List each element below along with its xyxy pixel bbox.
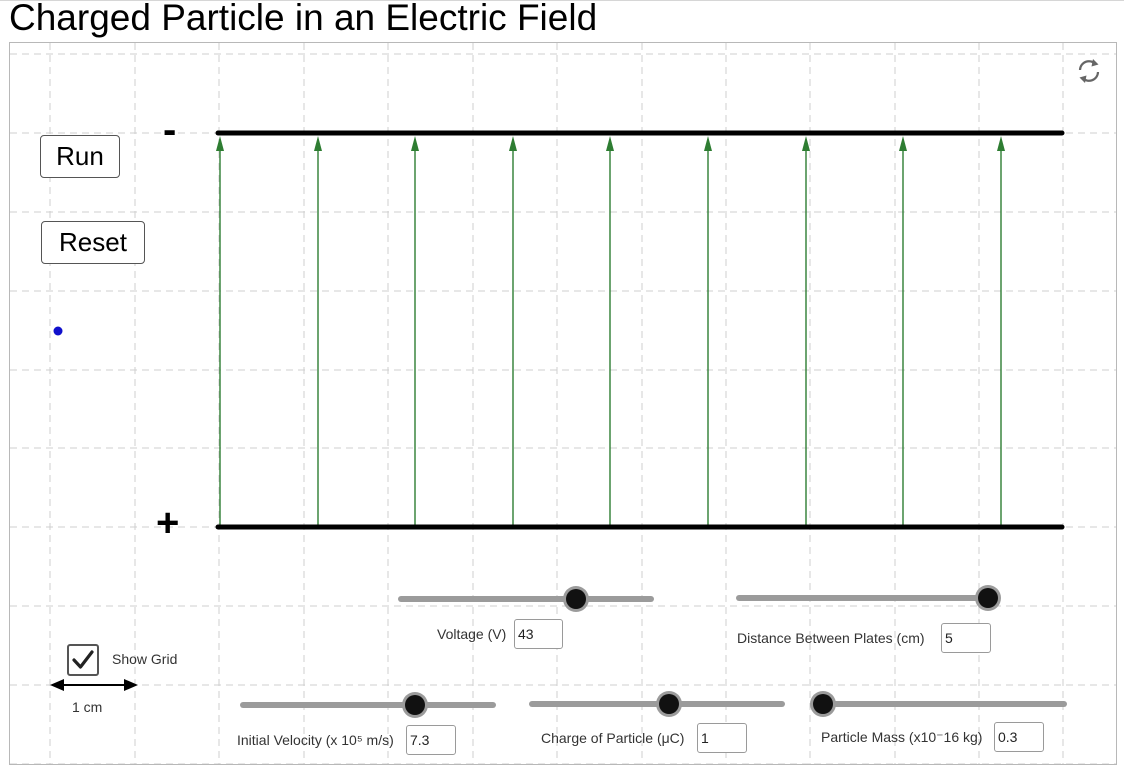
- mass-slider[interactable]: [813, 694, 1067, 714]
- negative-sign: -: [163, 108, 177, 152]
- field-line-arrow: [606, 136, 614, 527]
- field-line-arrow: [997, 136, 1005, 527]
- distance-input[interactable]: [941, 623, 991, 653]
- grid-lines: [10, 43, 1116, 764]
- charged-particle: [53, 326, 63, 336]
- voltage-label: Voltage (V): [437, 626, 507, 642]
- check-icon: [72, 650, 94, 669]
- distance-slider-track: [736, 595, 998, 601]
- velocity-input[interactable]: [406, 725, 456, 755]
- mass-slider-track: [813, 701, 1067, 707]
- page-title: Charged Particle in an Electric Field: [9, 0, 598, 38]
- charge-slider-knob[interactable]: [658, 694, 679, 714]
- voltage-slider-knob[interactable]: [565, 589, 586, 609]
- positive-sign: +: [156, 501, 180, 545]
- show-grid-label: Show Grid: [112, 651, 178, 667]
- mass-input[interactable]: [994, 722, 1044, 752]
- distance-slider-knob[interactable]: [978, 588, 998, 608]
- field-drawing: [10, 43, 1116, 764]
- velocity-slider[interactable]: [240, 695, 496, 715]
- field-line-arrow: [704, 136, 712, 527]
- velocity-label: Initial Velocity (x 10⁵ m/s): [237, 732, 394, 748]
- field-line-arrow: [411, 136, 419, 527]
- charge-label: Charge of Particle (μC): [541, 730, 685, 746]
- field-line-arrow: [509, 136, 517, 527]
- distance-label: Distance Between Plates (cm): [737, 630, 925, 646]
- mass-label: Particle Mass (x10⁻16 kg): [821, 729, 983, 745]
- charge-slider-track: [529, 701, 785, 707]
- mass-slider-knob[interactable]: [813, 694, 833, 714]
- run-button[interactable]: Run: [40, 135, 120, 178]
- distance-slider[interactable]: [736, 588, 998, 608]
- refresh-icon[interactable]: [1074, 56, 1104, 86]
- reset-button[interactable]: Reset: [41, 221, 145, 264]
- double-arrow-icon: [50, 679, 138, 691]
- voltage-input[interactable]: [514, 619, 563, 649]
- scale-label: 1 cm: [72, 699, 103, 715]
- field-line-arrow: [314, 136, 322, 527]
- voltage-slider-track: [398, 596, 654, 602]
- applet-canvas[interactable]: Run Reset - + Voltage (V) Distance Betwe…: [9, 42, 1117, 765]
- field-line-arrow: [216, 136, 224, 527]
- charge-slider[interactable]: [529, 694, 785, 714]
- velocity-slider-track: [240, 702, 496, 708]
- field-line-arrow: [802, 136, 810, 527]
- voltage-slider[interactable]: [398, 589, 654, 609]
- field-line-arrow: [899, 136, 907, 527]
- velocity-slider-knob[interactable]: [405, 695, 426, 715]
- field-lines: [216, 136, 1005, 527]
- top-divider: [0, 0, 1124, 1]
- charge-input[interactable]: [697, 723, 747, 753]
- show-grid-checkbox[interactable]: [67, 644, 99, 676]
